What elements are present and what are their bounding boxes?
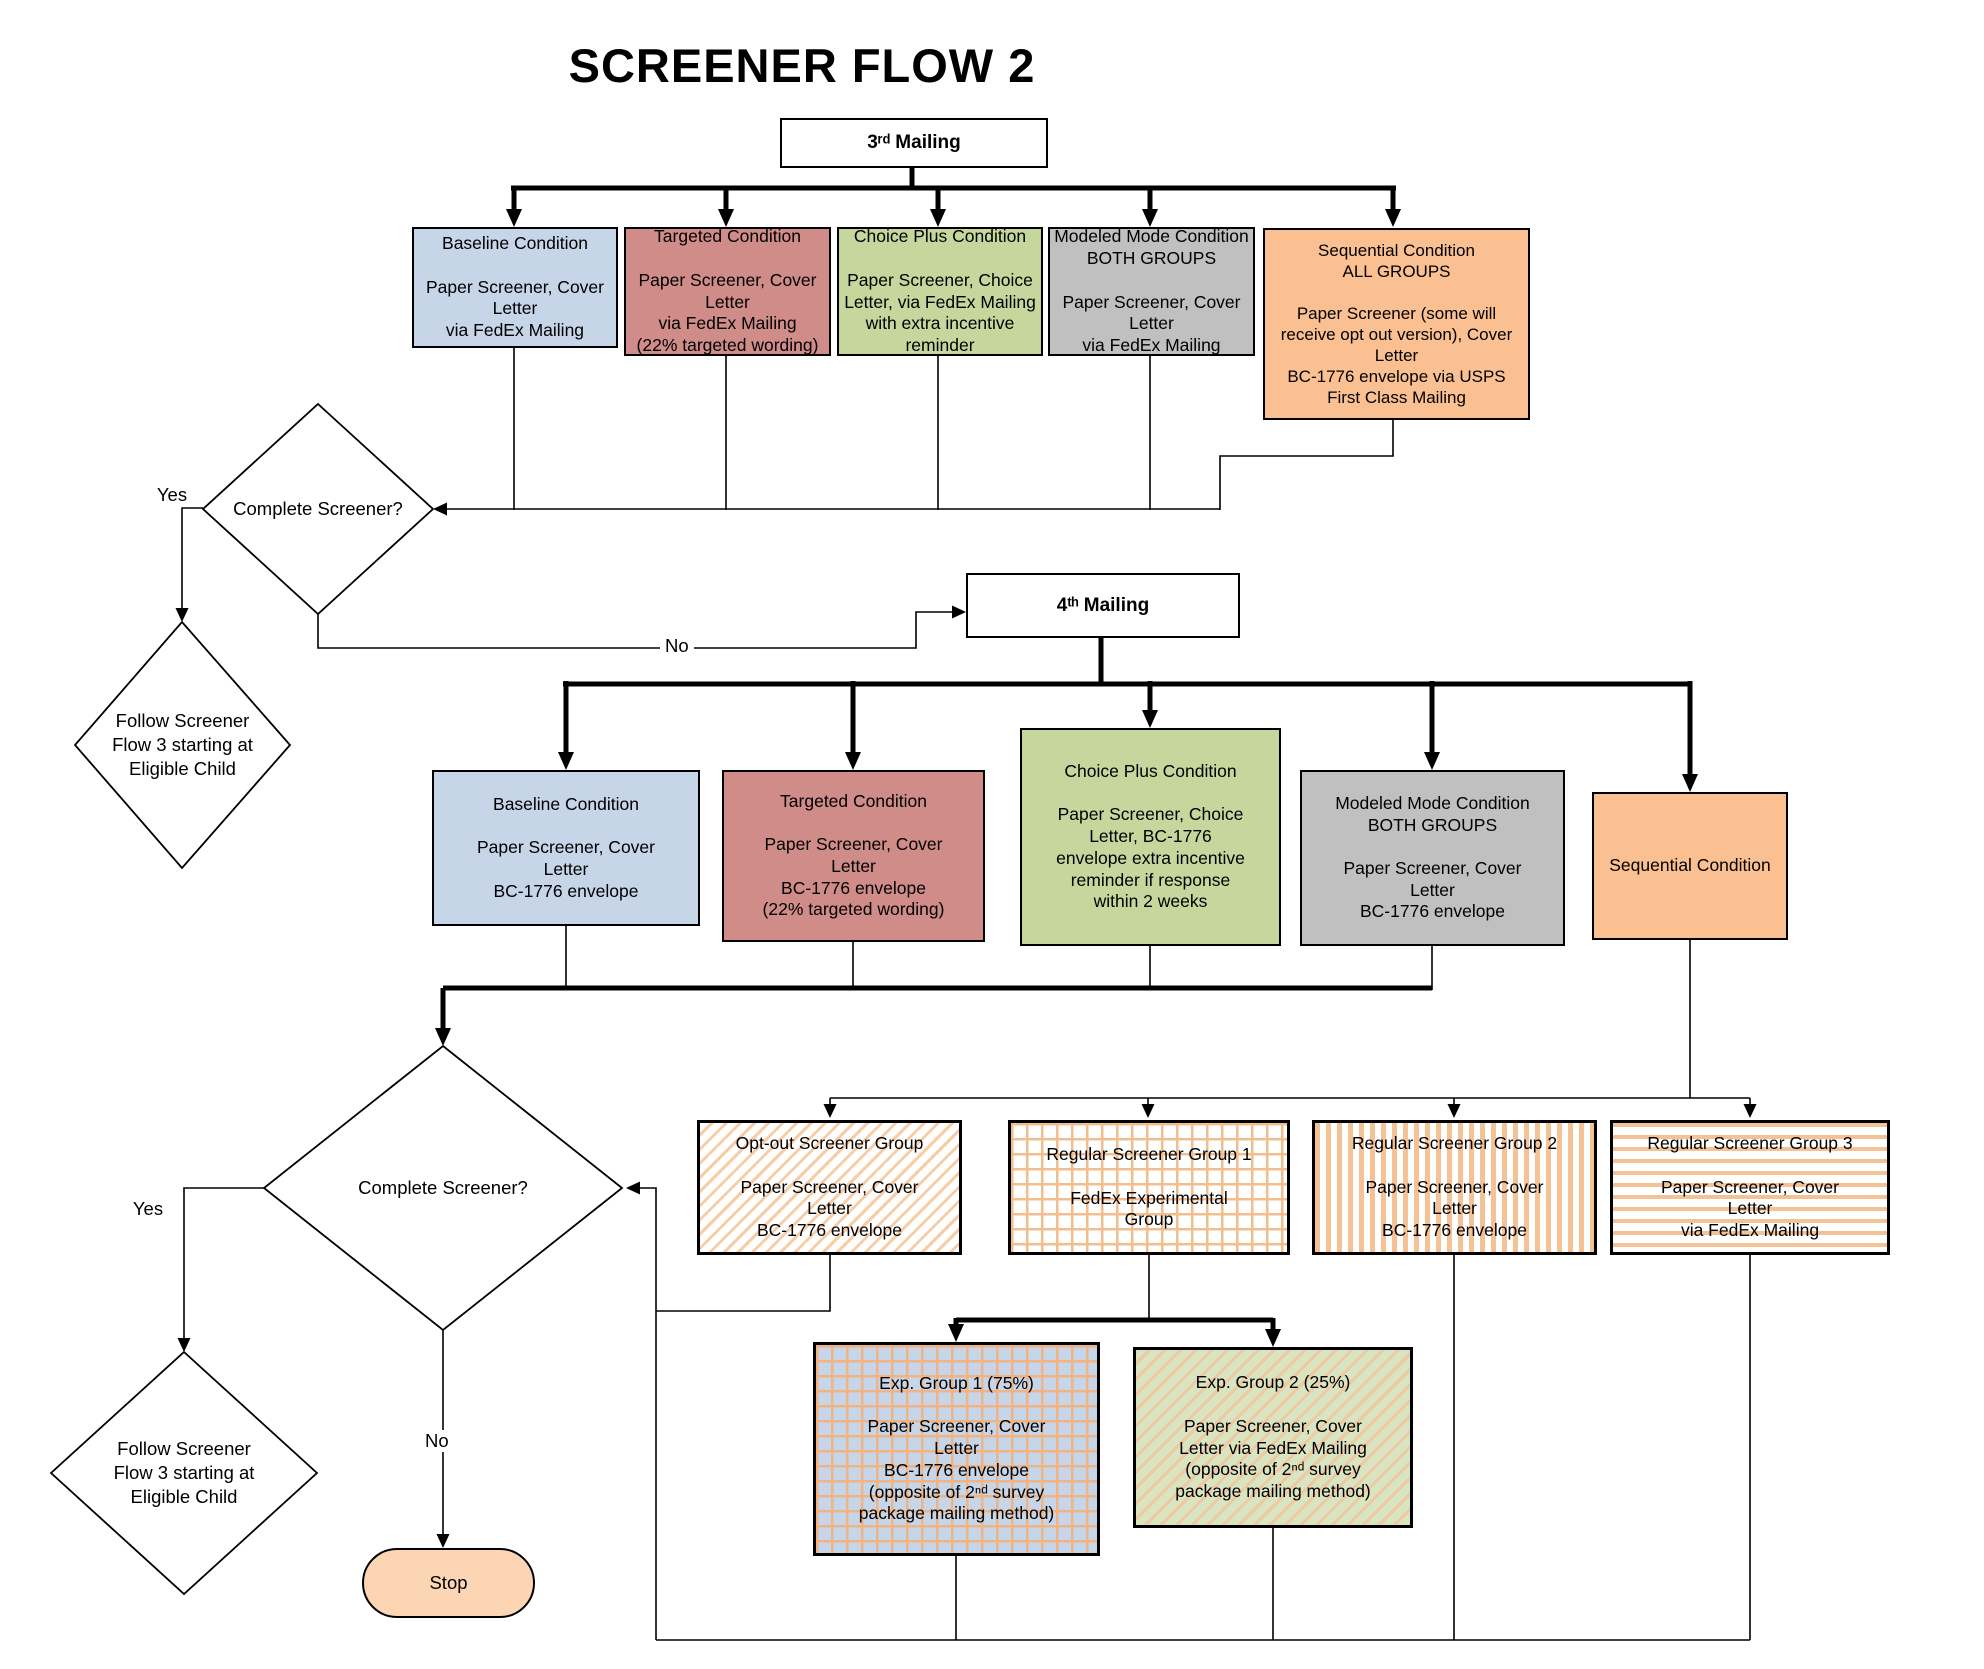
exp-group-1-box: Exp. Group 1 (75%) Paper Screener, Cover… <box>813 1342 1100 1556</box>
regular-screener-group-1-box: Regular Screener Group 1 FedEx Experimen… <box>1008 1120 1290 1255</box>
regular-screener-group-2-box: Regular Screener Group 2 Paper Screener,… <box>1312 1120 1597 1255</box>
modeled-mode-condition-m3-text: Modeled Mode Condition BOTH GROUPS Paper… <box>1054 226 1249 355</box>
sequential-condition-m3-box: Sequential Condition ALL GROUPS Paper Sc… <box>1263 228 1530 420</box>
baseline-condition-m4-text: Baseline Condition Paper Screener, Cover… <box>476 793 655 901</box>
optout-feedback <box>656 1255 831 1312</box>
follow-flow3-2-diamond <box>49 1350 319 1596</box>
mailing-4-box: 4ᵗʰ Mailing <box>966 573 1240 638</box>
complete-screener-2-diamond <box>262 1044 624 1332</box>
targeted-condition-m3-box: Targeted Condition Paper Screener, Cover… <box>624 226 831 356</box>
decision-diamonds <box>49 402 624 1596</box>
row1-collector-lines <box>175 348 1394 649</box>
follow-flow3-1-diamond <box>73 620 292 870</box>
sequential-condition-m3-text: Sequential Condition ALL GROUPS Paper Sc… <box>1280 240 1513 408</box>
modeled-mode-condition-m4-box: Modeled Mode Condition BOTH GROUPS Paper… <box>1300 770 1565 946</box>
choice-plus-condition-m3-text: Choice Plus Condition Paper Screener, Ch… <box>844 226 1036 355</box>
page-title: SCREENER FLOW 2 <box>568 39 1036 92</box>
mailing4-branch-lines <box>435 638 1698 1347</box>
complete-screener-1-diamond <box>201 402 435 616</box>
baseline-condition-m3-text: Baseline Condition Paper Screener, Cover… <box>425 233 604 341</box>
regular-screener-group-3-text: Regular Screener Group 3 Paper Screener,… <box>1647 1133 1853 1241</box>
baseline-condition-m3-box: Baseline Condition Paper Screener, Cover… <box>412 227 618 348</box>
stop-label: Stop <box>429 1572 468 1593</box>
mailing-4-label: 4ᵗʰ Mailing <box>1056 594 1150 616</box>
no1-line <box>317 605 966 649</box>
choice-plus-condition-m4-text: Choice Plus Condition Paper Screener, Ch… <box>1056 761 1245 912</box>
exp-group-2-text: Exp. Group 2 (25%) Paper Screener, Cover… <box>1175 1372 1371 1501</box>
regular-screener-group-3-box: Regular Screener Group 3 Paper Screener,… <box>1610 1120 1890 1255</box>
yes2-line <box>177 1187 264 1352</box>
targeted-condition-m3-text: Targeted Condition Paper Screener, Cover… <box>636 226 819 355</box>
choice-plus-condition-m3-box: Choice Plus Condition Paper Screener, Ch… <box>837 226 1043 356</box>
exp-group-2-box: Exp. Group 2 (25%) Paper Screener, Cover… <box>1133 1347 1413 1528</box>
mailing-3-label: 3ʳᵈ Mailing <box>867 132 961 154</box>
targeted-condition-m4-box: Targeted Condition Paper Screener, Cover… <box>722 770 985 942</box>
yes-label-1: Yes <box>156 484 188 505</box>
mailing-3-box: 3ʳᵈ Mailing <box>780 118 1048 168</box>
modeled-mode-condition-m3-box: Modeled Mode Condition BOTH GROUPS Paper… <box>1048 226 1255 356</box>
regular-screener-group-2-text: Regular Screener Group 2 Paper Screener,… <box>1351 1133 1558 1241</box>
no-label-1: No <box>660 635 694 657</box>
regular-screener-group-1-text: Regular Screener Group 1 FedEx Experimen… <box>1046 1144 1252 1230</box>
baseline-condition-m4-box: Baseline Condition Paper Screener, Cover… <box>432 770 700 926</box>
follow-flow3-2-text: Follow Screener Flow 3 starting at Eligi… <box>113 1437 255 1508</box>
sequential-condition-m4-box: Sequential Condition <box>1592 792 1788 940</box>
modeled-mode-condition-m4-text: Modeled Mode Condition BOTH GROUPS Paper… <box>1335 792 1530 922</box>
targeted-condition-m4-text: Targeted Condition Paper Screener, Cover… <box>762 790 945 920</box>
yes1-line <box>175 507 203 622</box>
mailing3-branch-lines <box>506 168 1401 227</box>
yes-label-2: Yes <box>132 1198 164 1219</box>
opt-out-screener-group-box: Opt-out Screener Group Paper Screener, C… <box>697 1120 962 1255</box>
exp-group-1-text: Exp. Group 1 (75%) Paper Screener, Cover… <box>858 1373 1055 1524</box>
no-label-2: No <box>420 1430 454 1452</box>
sequential-m3-drop <box>1219 420 1394 510</box>
stop-terminator: Stop <box>362 1548 535 1618</box>
follow-flow3-1-text: Follow Screener Flow 3 starting at Eligi… <box>112 709 253 780</box>
opt-out-screener-group-text: Opt-out Screener Group Paper Screener, C… <box>735 1133 924 1241</box>
feedback-into-complete2 <box>626 1181 657 1640</box>
choice-plus-condition-m4-box: Choice Plus Condition Paper Screener, Ch… <box>1020 728 1281 946</box>
sequential-condition-m4-text: Sequential Condition <box>1609 855 1771 876</box>
complete-screener-1-text: Complete Screener? <box>233 497 403 519</box>
complete-screener-2-text: Complete Screener? <box>358 1176 528 1198</box>
